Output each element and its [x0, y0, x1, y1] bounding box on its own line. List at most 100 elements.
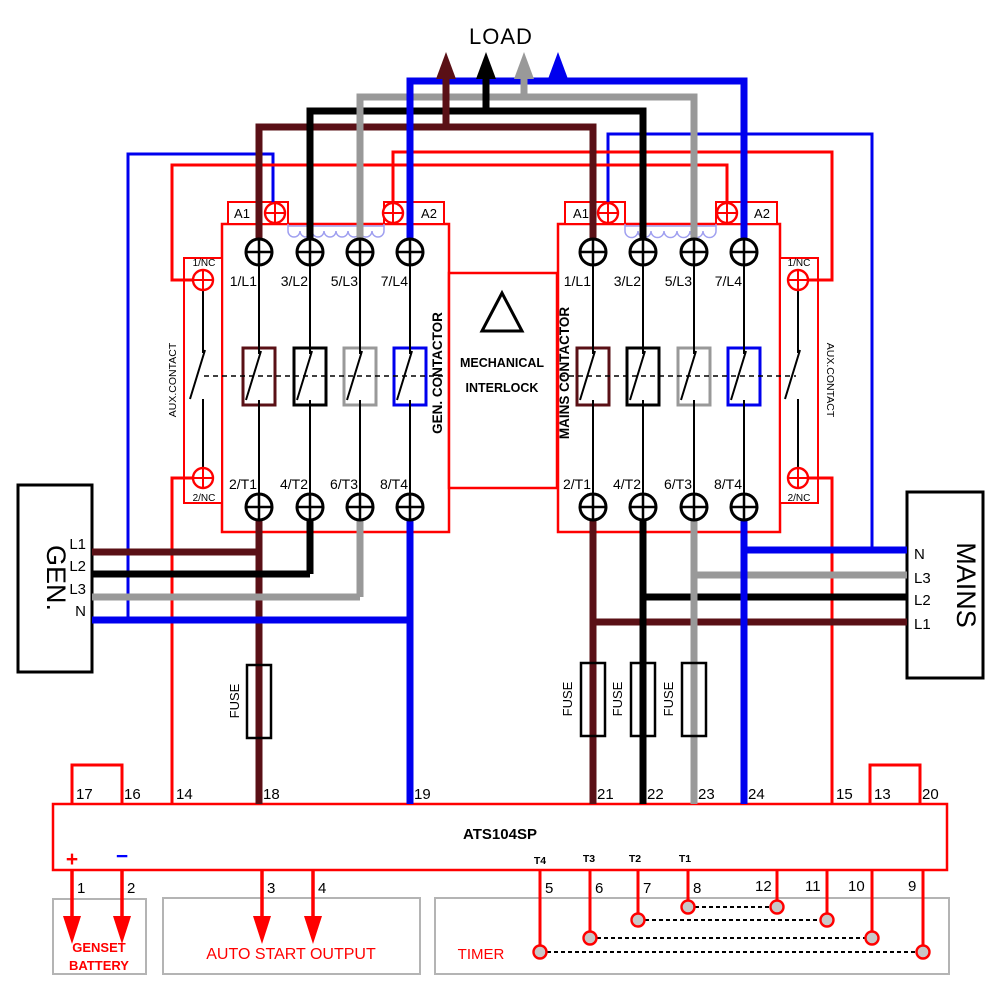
auto-start-output-label: AUTO START OUTPUT — [206, 946, 376, 963]
svg-text:4/T2: 4/T2 — [280, 476, 308, 492]
svg-text:A2: A2 — [421, 206, 437, 221]
svg-text:8/T4: 8/T4 — [714, 476, 742, 492]
gen-l3-wire — [92, 520, 364, 601]
svg-text:T2: T2 — [629, 853, 641, 865]
load-arrowhead-l1-icon — [436, 52, 456, 79]
svg-text:5/L3: 5/L3 — [665, 273, 692, 289]
svg-text:23: 23 — [698, 786, 715, 803]
svg-text:14: 14 — [176, 786, 193, 803]
svg-text:2: 2 — [127, 880, 135, 897]
timer-label: TIMER — [458, 946, 505, 963]
svg-text:L2: L2 — [914, 592, 931, 609]
switch-blade-icons — [189, 265, 801, 494]
svg-text:FUSE: FUSE — [661, 681, 676, 716]
gen-n-wire — [92, 520, 414, 804]
svg-text:N: N — [914, 546, 925, 563]
svg-text:7: 7 — [643, 880, 651, 897]
load-arrowhead-l3-icon — [514, 52, 534, 79]
ats-controller-box — [51, 802, 949, 872]
svg-text:6/T3: 6/T3 — [664, 476, 692, 492]
svg-text:A1: A1 — [573, 206, 589, 221]
gen-aux-blade-icon — [189, 291, 206, 468]
svg-text:L2: L2 — [69, 558, 86, 575]
controller-bottom-terminal-numbers: 1 2 3 4 5 6 7 8 12 11 10 9 — [77, 878, 916, 897]
svg-text:L1: L1 — [69, 536, 86, 553]
power-wires — [92, 77, 907, 804]
fuse-gen-icon — [245, 663, 273, 740]
svg-text:N: N — [75, 603, 86, 620]
svg-text:2/T1: 2/T1 — [563, 476, 591, 492]
auto-start-wires — [260, 870, 315, 917]
auto-start-arrowhead-3-icon — [253, 916, 271, 944]
mains-n-wire — [740, 520, 907, 804]
svg-text:L1: L1 — [914, 616, 931, 633]
gen-source-title: GEN. — [41, 545, 71, 611]
svg-text:T1: T1 — [679, 853, 691, 865]
controller-top-terminal-numbers: 17 16 14 18 19 21 22 23 24 15 13 20 — [76, 786, 939, 803]
svg-text:12: 12 — [755, 878, 772, 895]
aux-contact-labels: AUX.CONTACT AUX.CONTACT 1/NC 2/NC 1/NC 2… — [167, 258, 836, 504]
svg-text:15: 15 — [836, 786, 853, 803]
svg-text:1/L1: 1/L1 — [230, 273, 257, 289]
load-bus-l1 — [255, 123, 597, 239]
load-bus-l2 — [306, 107, 647, 239]
timer-wires — [538, 870, 925, 945]
timer-node-icons — [532, 899, 931, 960]
svg-text:L3: L3 — [914, 570, 931, 587]
svg-text:1: 1 — [77, 880, 85, 897]
svg-text:5/L3: 5/L3 — [331, 273, 358, 289]
wire-gen-a2-to-mains-aux — [391, 150, 834, 282]
svg-text:6/T3: 6/T3 — [330, 476, 358, 492]
fuse-mains-2-icon — [629, 661, 657, 738]
bridge-17-16 — [70, 763, 124, 804]
genset-battery-label-1: GENSET — [72, 940, 126, 955]
svg-text:21: 21 — [597, 786, 614, 803]
svg-text:AUX.CONTACT: AUX.CONTACT — [824, 343, 836, 418]
svg-text:FUSE: FUSE — [610, 681, 625, 716]
svg-text:T4: T4 — [534, 855, 546, 867]
wire-mains-neutral-to-a1 — [606, 132, 874, 550]
svg-text:5: 5 — [545, 880, 553, 897]
svg-text:1/L1: 1/L1 — [564, 273, 591, 289]
svg-text:18: 18 — [263, 786, 280, 803]
svg-text:20: 20 — [922, 786, 939, 803]
svg-text:1/NC: 1/NC — [788, 258, 811, 269]
svg-text:7/L4: 7/L4 — [715, 273, 742, 289]
gen-l1-wire — [92, 520, 263, 804]
fuse-mains-1-icon — [579, 661, 607, 738]
gen-contactor-label: GEN. CONTACTOR — [430, 312, 445, 434]
svg-text:FUSE: FUSE — [560, 681, 575, 716]
enclosure-boxes — [16, 201, 985, 975]
svg-text:FUSE: FUSE — [227, 683, 242, 718]
gen-source-terminal-labels: L1 L2 L3 N — [69, 536, 86, 620]
interlock-triangle-icon — [479, 289, 525, 333]
svg-text:22: 22 — [647, 786, 664, 803]
battery-arrowhead-1-icon — [63, 916, 81, 944]
mains-source-title: MAINS — [951, 542, 981, 628]
mains-source-terminal-labels: N L3 L2 L1 — [914, 546, 931, 633]
svg-text:AUX.CONTACT: AUX.CONTACT — [167, 342, 179, 417]
fuse-mains-3-icon — [680, 661, 708, 738]
svg-text:6: 6 — [595, 880, 603, 897]
svg-text:T3: T3 — [583, 853, 595, 865]
mechanical-interlock-box — [447, 271, 559, 490]
battery-plus-mark: + — [66, 848, 78, 871]
battery-output-wires — [70, 870, 124, 917]
genset-battery-box — [52, 898, 147, 975]
load-bus-n — [406, 77, 748, 239]
battery-minus-mark: − — [116, 845, 128, 868]
mains-aux-blade-icon — [784, 291, 801, 468]
svg-text:19: 19 — [414, 786, 431, 803]
genset-battery-label-2: BATTERY — [69, 958, 129, 973]
auto-start-output-box — [162, 897, 421, 975]
svg-text:13: 13 — [874, 786, 891, 803]
controller-model-label: ATS104SP — [463, 826, 537, 843]
svg-text:1/NC: 1/NC — [193, 258, 216, 269]
load-arrowhead-l2-icon — [476, 52, 496, 79]
svg-text:17: 17 — [76, 786, 93, 803]
mains-source-box — [905, 490, 985, 680]
timer-linkage — [532, 899, 931, 960]
load-arrowhead-n-icon — [548, 52, 568, 79]
